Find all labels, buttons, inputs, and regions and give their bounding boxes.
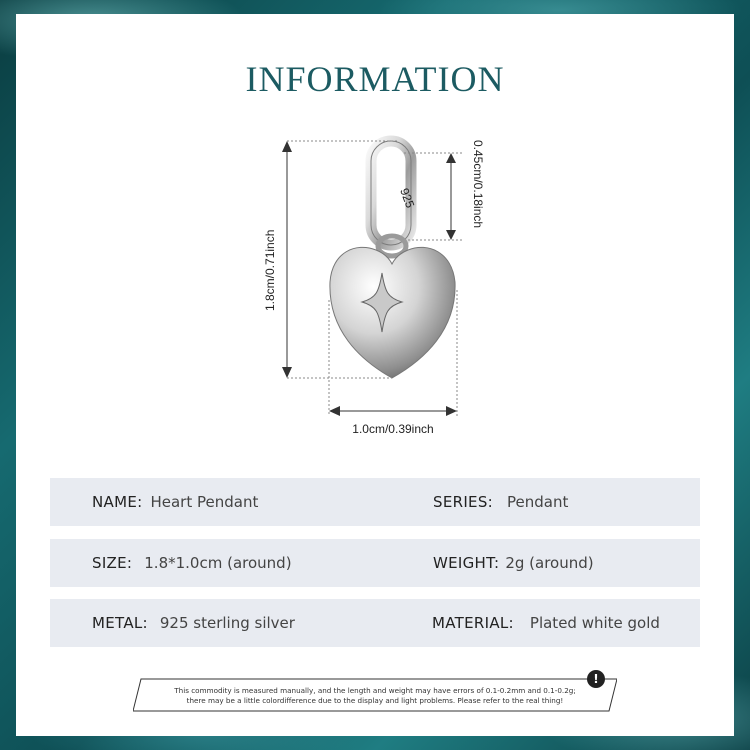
weight-value: 2g (around): [505, 554, 594, 572]
spec-row-name-series: NAME: Heart Pendant SERIES: Pendant: [50, 478, 700, 526]
disclaimer-line-2: there may be a little colordifference du…: [186, 696, 564, 705]
name-label: NAME:: [92, 493, 143, 511]
product-diagram: 925 1.8cm/0.71inch 0.45cm/0.18inch 1.0cm…: [263, 135, 485, 436]
spec-row-metal-material: METAL: 925 sterling silver MATERIAL: Plate…: [50, 599, 700, 647]
disclaimer-line-1: This commodity is measured manually, and…: [174, 686, 576, 695]
size-label: SIZE:: [92, 554, 133, 572]
series-spec: SERIES: Pendant: [433, 478, 568, 526]
name-value: Heart Pendant: [150, 493, 259, 511]
exclamation-icon: !: [587, 670, 605, 688]
series-value: Pendant: [507, 493, 569, 511]
series-label: SERIES:: [433, 493, 493, 511]
star-engraving: [360, 272, 404, 333]
stamp-925: 925: [397, 186, 417, 210]
disclaimer-box: This commodity is measured manually, and…: [133, 678, 617, 712]
height-dimension: [282, 140, 398, 379]
name-spec: NAME: Heart Pendant: [92, 478, 258, 526]
page-title: INFORMATION: [245, 59, 505, 99]
material-label: MATERIAL:: [432, 614, 514, 632]
width-label: 1.0cm/0.39inch: [352, 422, 433, 436]
material-spec: MATERIAL: Plated white gold: [432, 599, 660, 647]
jump-ring: [375, 233, 409, 259]
width-dimension: [328, 290, 458, 416]
heart-pendant: [329, 246, 456, 379]
disclaimer-outline: [133, 678, 617, 712]
material-value: Plated white gold: [529, 614, 660, 632]
metal-label: METAL:: [92, 614, 148, 632]
disclaimer-text: This commodity is measured manually, and…: [133, 686, 617, 706]
metal-value: 925 sterling silver: [159, 614, 295, 632]
weight-spec: WEIGHT: 2g (around): [433, 539, 594, 587]
size-spec: SIZE: 1.8*1.0cm (around): [92, 539, 292, 587]
bail-ring: 925: [365, 135, 417, 251]
metal-spec: METAL: 925 sterling silver: [92, 599, 295, 647]
size-value: 1.8*1.0cm (around): [144, 554, 292, 572]
spec-row-size-weight: SIZE: 1.8*1.0cm (around) WEIGHT: 2g (aroun…: [50, 539, 700, 587]
bail-label: 0.45cm/0.18inch: [471, 140, 485, 228]
weight-label: WEIGHT:: [433, 554, 500, 572]
height-label: 1.8cm/0.71inch: [263, 230, 277, 311]
bail-dimension: [404, 152, 462, 241]
